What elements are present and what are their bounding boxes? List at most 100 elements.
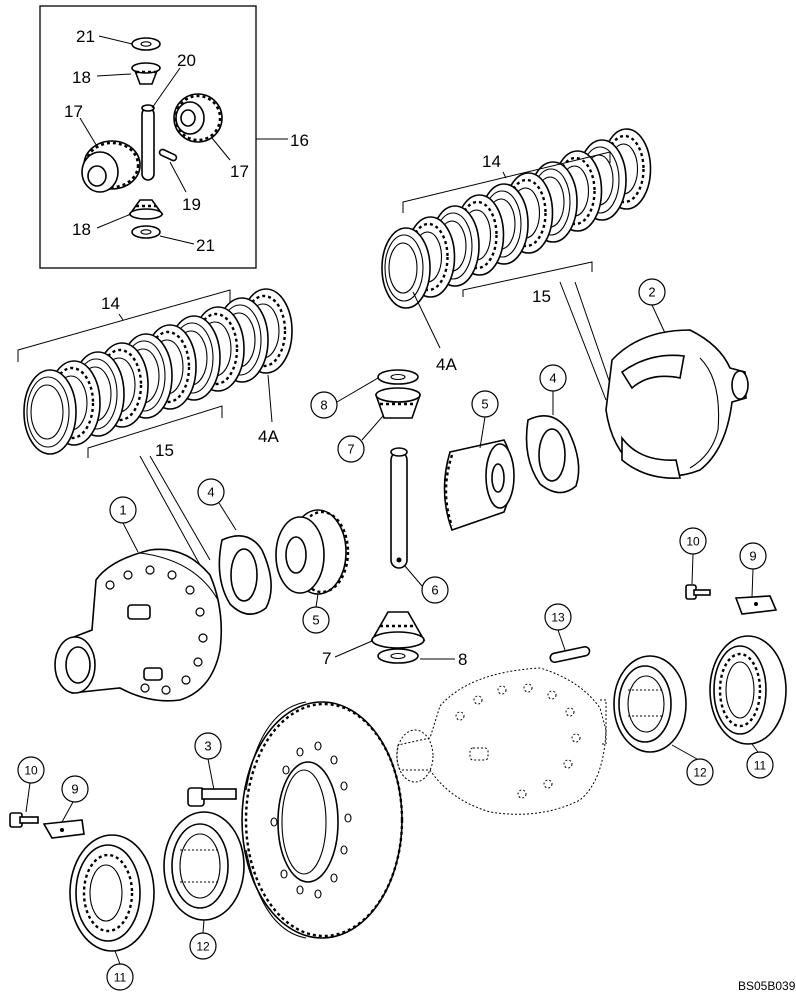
callout-leader [751, 743, 759, 753]
callout-c7a: 7 [337, 435, 365, 463]
callout-leader [651, 304, 666, 334]
callout-c5b: 5 [471, 390, 499, 418]
label-7-bottom: 7 [322, 649, 331, 668]
pinion-upper-assembly [374, 369, 422, 419]
label-16: 16 [290, 131, 309, 150]
callout-leader [122, 522, 139, 553]
callout-c6: 6 [421, 576, 449, 604]
callout-leader [404, 565, 423, 587]
label-15-left: 15 [155, 441, 174, 460]
callout-c1: 1 [109, 496, 137, 524]
clutch-pack-right [381, 128, 652, 309]
callout-c5a: 5 [302, 606, 330, 634]
callout-c12b: 12 [686, 758, 714, 786]
bracket-14-left [17, 289, 231, 362]
callout-c9a: 9 [61, 775, 89, 803]
label-18-bottom: 18 [72, 220, 91, 239]
callout-leader [25, 782, 31, 813]
side-gear-right [173, 93, 223, 143]
bearing-12-right [613, 655, 687, 753]
label-4a-left: 4A [258, 427, 279, 446]
lock-plate-9-left [42, 819, 85, 839]
callout-leader [336, 377, 379, 403]
callout-c11a: 11 [106, 963, 134, 991]
callout-leader [361, 415, 384, 441]
callout-leader [207, 758, 215, 791]
callout-leader [691, 553, 694, 585]
callout-number: 9 [749, 549, 756, 564]
callout-leader [479, 416, 486, 449]
adjusting-nut-11-left [69, 834, 155, 952]
callout-c4a: 4 [197, 478, 225, 506]
callout-number: 11 [754, 759, 767, 773]
callout-c13: 13 [544, 603, 572, 631]
callout-number: 7 [347, 442, 354, 457]
callout-number: 6 [431, 583, 438, 598]
callout-leader [315, 593, 319, 608]
assembled-differential-outline [396, 667, 607, 815]
differential-case-half-1 [54, 548, 223, 702]
ring-gear-bolt-3 [187, 787, 237, 807]
callout-number: 10 [686, 535, 700, 549]
bracket-15-left [87, 405, 223, 458]
label-14-right: 14 [482, 152, 501, 171]
pinion-gear-bottom [128, 199, 164, 220]
callout-number: 12 [196, 940, 210, 954]
callout-number: 11 [114, 971, 127, 985]
cross-shaft-20 [141, 104, 155, 181]
bracket-15-right [462, 261, 593, 297]
callout-c8a: 8 [310, 391, 338, 419]
callout-leader [218, 502, 237, 531]
thrust-washer-4-right [525, 414, 580, 494]
label-19: 19 [182, 195, 201, 214]
callout-leader [202, 919, 205, 934]
pinion-gear-top [131, 62, 161, 85]
side-gear-5-right [443, 439, 515, 532]
callout-number: 9 [71, 782, 78, 797]
label-4a-right: 4A [436, 355, 457, 374]
thrust-washer-top [131, 37, 161, 51]
callout-leader [61, 801, 74, 823]
label-14-left: 14 [101, 294, 120, 313]
callout-c2: 2 [638, 278, 666, 306]
callout-number: 8 [320, 398, 327, 413]
cross-shaft-6 [390, 447, 408, 569]
clutch-disc [381, 227, 431, 309]
label-8-bottom: 8 [458, 650, 467, 669]
bracket-14-right [402, 151, 611, 213]
lock-plate-9-right [734, 595, 778, 615]
callout-number: 12 [693, 766, 707, 780]
differential-case-half-2 [605, 329, 749, 479]
callout-number: 4 [207, 485, 214, 500]
label-18-top: 18 [72, 68, 91, 87]
inset-kit-box: 16 21 18 20 19 [39, 5, 309, 269]
label-15-right: 15 [532, 287, 551, 306]
callout-c4b: 4 [539, 364, 567, 392]
label-21-top: 21 [76, 27, 95, 46]
callout-number: 3 [204, 739, 211, 754]
callout-number: 5 [312, 613, 319, 628]
bearing-12-left [163, 811, 245, 921]
callout-leader [671, 744, 698, 760]
side-gear-5-left [275, 509, 350, 595]
adjusting-nut-11-right [709, 635, 787, 745]
callout-number: 1 [119, 503, 126, 518]
callout-c11b: 11 [746, 751, 774, 779]
callout-number: 2 [648, 285, 655, 300]
callout-c9b: 9 [739, 542, 767, 570]
drawing-code: BS05B039 [738, 979, 796, 993]
callout-number: 4 [549, 371, 556, 386]
roll-pin-13 [549, 645, 591, 664]
callout-c12a: 12 [189, 932, 217, 960]
callout-leader [114, 950, 121, 965]
label-20: 20 [177, 51, 196, 70]
thrust-washer-bottom [131, 225, 161, 239]
ring-gear [241, 701, 404, 939]
pinion-lower-assembly [370, 611, 426, 664]
callout-leader [557, 629, 566, 651]
callout-number: 10 [24, 764, 38, 778]
lock-pin-19 [158, 148, 178, 162]
clutch-pack-left [23, 288, 293, 455]
callout-c3: 3 [194, 732, 222, 760]
